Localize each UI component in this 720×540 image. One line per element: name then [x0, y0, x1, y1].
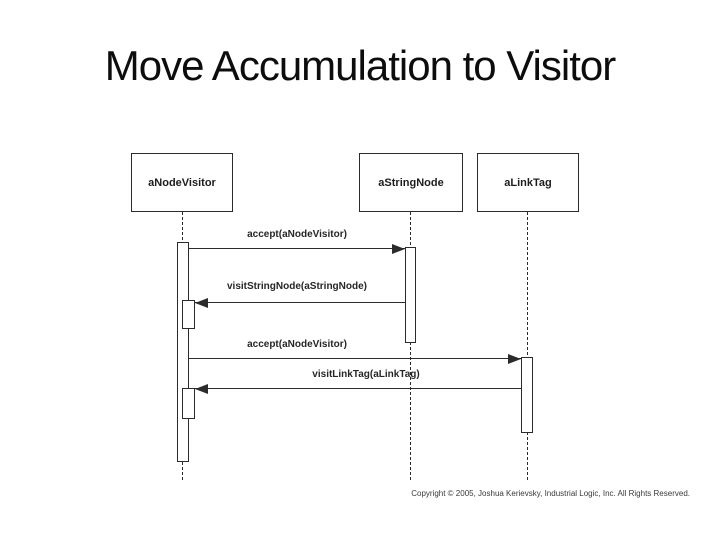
message-label: accept(aNodeVisitor)	[247, 339, 347, 350]
page-title: Move Accumulation to Visitor	[104, 42, 616, 89]
message-line-accept-linktag	[189, 358, 521, 359]
object-label: aStringNode	[378, 176, 444, 189]
message-label: visitLinkTag(aLinkTag)	[312, 369, 420, 380]
activation-anodevisitor-nested-2	[182, 388, 195, 419]
activation-anodevisitor-nested-1	[182, 300, 195, 329]
message-label: visitStringNode(aStringNode)	[226, 281, 368, 292]
object-box-astringnode: aStringNode	[359, 153, 463, 212]
message-line-visitlinktag	[195, 388, 521, 389]
activation-astringnode	[405, 247, 416, 343]
activation-anodevisitor-main	[177, 242, 189, 462]
arrowhead-right-icon	[508, 353, 521, 364]
object-label: aNodeVisitor	[148, 176, 216, 189]
lifeline-alinktag	[527, 212, 528, 480]
object-label: aLinkTag	[504, 176, 552, 189]
object-box-anodevisitor: aNodeVisitor	[131, 153, 233, 212]
arrowhead-right-icon	[392, 243, 405, 254]
activation-alinktag	[521, 357, 533, 433]
lifeline-astringnode	[410, 212, 411, 480]
object-box-alinktag: aLinkTag	[477, 153, 579, 212]
arrowhead-left-icon	[195, 297, 208, 308]
copyright-text: Copyright © 2005, Joshua Kerievsky, Indu…	[411, 489, 690, 498]
message-line-visitstringnode	[195, 302, 405, 303]
message-line-accept-stringnode	[189, 248, 405, 249]
message-label: accept(aNodeVisitor)	[247, 229, 347, 240]
arrowhead-left-icon	[195, 383, 208, 394]
